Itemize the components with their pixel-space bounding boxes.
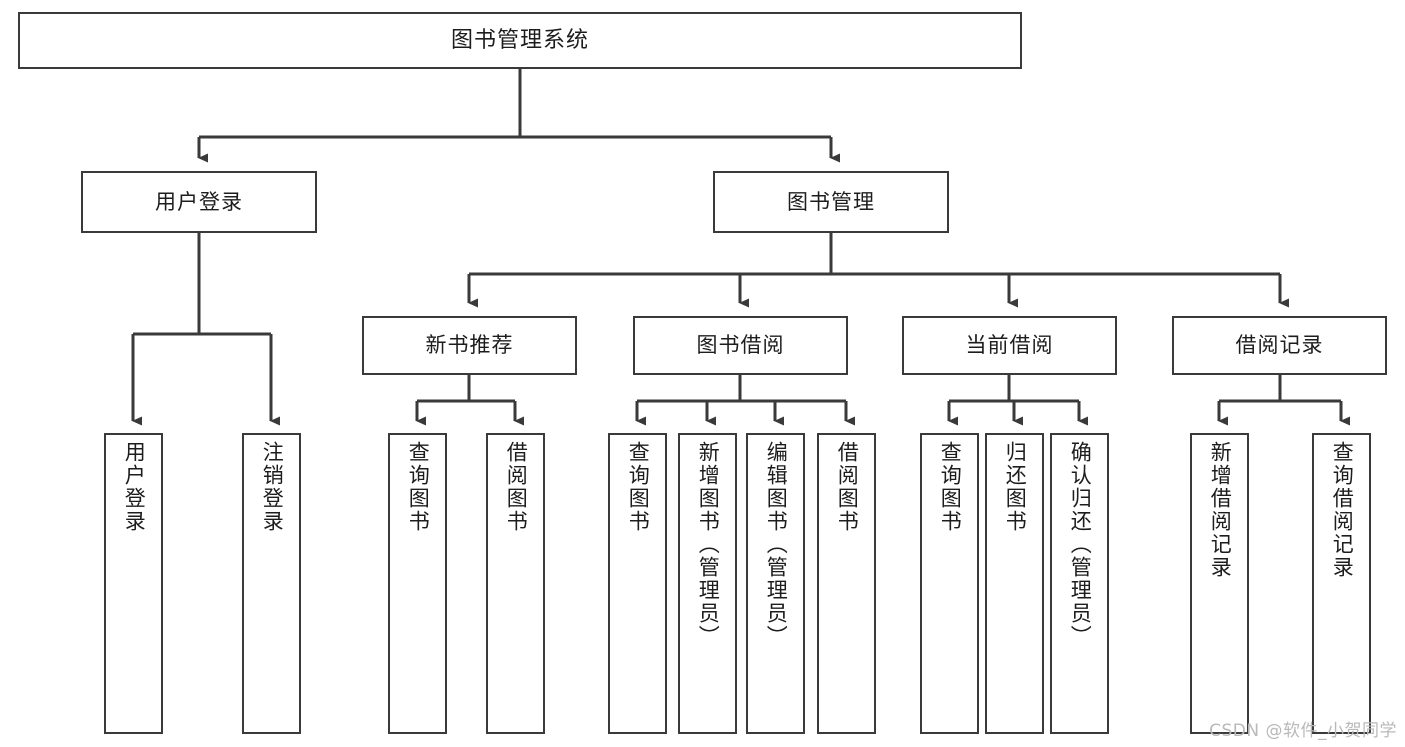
- node-leaf-query-book-borrow[interactable]: 查询图书: [608, 433, 667, 734]
- node-leaf-logout[interactable]: 注销登录: [242, 433, 301, 734]
- node-label: 归还图书: [1003, 441, 1028, 533]
- node-label: 新书推荐: [425, 333, 514, 358]
- node-leaf-confirm-return-admin[interactable]: 确认归还（管理员）: [1050, 433, 1109, 734]
- node-label: 当前借阅: [965, 333, 1054, 358]
- node-label: 借阅记录: [1235, 333, 1324, 358]
- node-label: 用户登录: [155, 189, 243, 214]
- csdn-watermark: CSDN @软件_小贺同学: [1209, 721, 1397, 741]
- node-leaf-return-book[interactable]: 归还图书: [985, 433, 1044, 734]
- node-label: 图书借阅: [696, 333, 785, 358]
- node-label: 新增借阅记录: [1208, 441, 1233, 579]
- node-label: 确认归还（管理员）: [1068, 441, 1093, 648]
- node-book-borrowing[interactable]: 图书借阅: [633, 316, 848, 375]
- node-label: 查询图书: [626, 441, 651, 533]
- node-label: 借阅图书: [504, 441, 529, 533]
- node-new-book-recommendation[interactable]: 新书推荐: [362, 316, 577, 375]
- node-leaf-query-borrow-record[interactable]: 查询借阅记录: [1312, 433, 1371, 734]
- node-label: 注销登录: [260, 441, 285, 533]
- node-label: 查询借阅记录: [1330, 441, 1355, 579]
- node-leaf-edit-book-admin[interactable]: 编辑图书（管理员）: [746, 433, 805, 734]
- node-leaf-add-book-admin[interactable]: 新增图书（管理员）: [678, 433, 737, 734]
- node-root-book-management-system[interactable]: 图书管理系统: [18, 12, 1022, 69]
- node-label: 用户登录: [122, 441, 147, 533]
- node-leaf-query-book-current[interactable]: 查询图书: [920, 433, 979, 734]
- node-label: 查询图书: [406, 441, 431, 533]
- node-leaf-borrow-book-borrow[interactable]: 借阅图书: [817, 433, 876, 734]
- node-label: 编辑图书（管理员）: [764, 441, 789, 648]
- node-label: 查询图书: [938, 441, 963, 533]
- node-leaf-add-borrow-record[interactable]: 新增借阅记录: [1190, 433, 1249, 734]
- node-borrowing-records[interactable]: 借阅记录: [1172, 316, 1387, 375]
- node-leaf-user-login[interactable]: 用户登录: [104, 433, 163, 734]
- node-leaf-query-book-newbook[interactable]: 查询图书: [388, 433, 447, 734]
- node-label: 图书管理: [787, 189, 875, 214]
- node-leaf-borrow-book-newbook[interactable]: 借阅图书: [486, 433, 545, 734]
- node-book-management[interactable]: 图书管理: [713, 171, 949, 233]
- node-label: 借阅图书: [835, 441, 860, 533]
- node-current-borrowing[interactable]: 当前借阅: [902, 316, 1117, 375]
- node-user-login[interactable]: 用户登录: [81, 171, 317, 233]
- node-label: 图书管理系统: [450, 27, 589, 53]
- node-label: 新增图书（管理员）: [696, 441, 721, 648]
